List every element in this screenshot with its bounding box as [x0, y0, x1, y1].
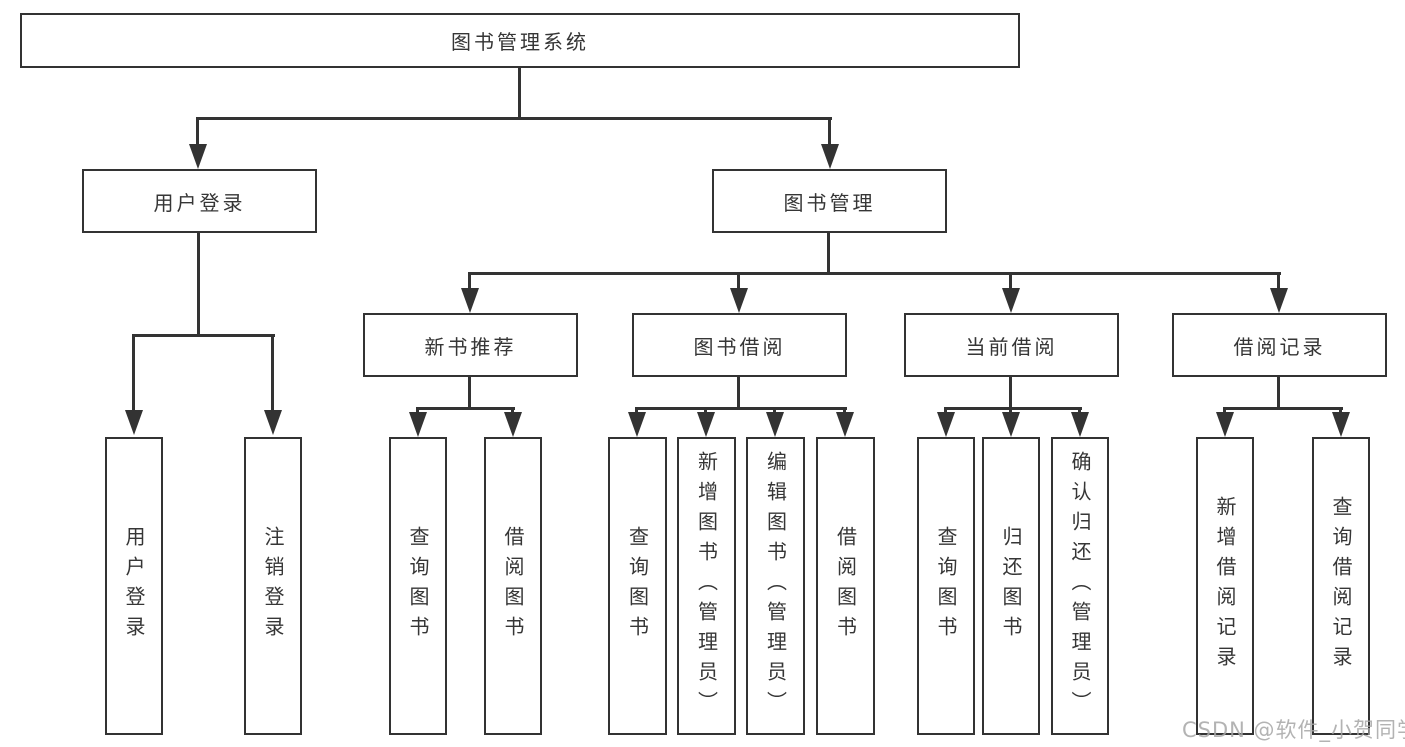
connector-drop-leaf — [843, 407, 846, 414]
node-leaf-borrow-book-2: 借阅图书 — [816, 437, 875, 735]
node-current-borrow-label: 当前借阅 — [965, 334, 1058, 359]
connector-user-login-bar — [132, 334, 275, 337]
node-new-book-recommend: 新书推荐 — [363, 313, 578, 377]
connector-drop-leaf — [1223, 407, 1226, 414]
node-leaf-add-book-admin-label: 新增图书（管理员） — [694, 451, 719, 721]
node-leaf-borrow-book-1-label: 借阅图书 — [501, 526, 525, 646]
arrowhead-leaf — [766, 412, 784, 437]
connector-new-book-bar — [416, 407, 515, 410]
arrowhead-leaf — [937, 412, 955, 437]
arrowhead-leaf — [836, 412, 854, 437]
node-leaf-query-borrow-record-label: 查询借阅记录 — [1329, 496, 1353, 676]
node-leaf-confirm-return-admin-label: 确认归还（管理员） — [1068, 451, 1092, 721]
arrowhead-leaf — [628, 412, 646, 437]
connector-current-borrow-bar — [944, 407, 1082, 410]
node-user-login-label: 用户登录 — [153, 190, 246, 215]
node-leaf-borrow-book-1: 借阅图书 — [484, 437, 542, 735]
node-borrow-records-label: 借阅记录 — [1233, 334, 1326, 359]
node-book-management-label: 图书管理 — [783, 190, 876, 215]
arrowhead-leaf — [1216, 412, 1234, 437]
arrowhead-new-book — [461, 288, 479, 313]
arrowhead-user-login — [189, 144, 207, 169]
node-leaf-add-borrow-record: 新增借阅记录 — [1196, 437, 1254, 735]
node-leaf-add-book-admin: 新增图书（管理员） — [677, 437, 736, 735]
arrowhead-book-management — [821, 144, 839, 169]
node-leaf-query-book-2-label: 查询图书 — [625, 526, 650, 646]
arrowhead-leaf — [409, 412, 427, 437]
node-new-book-recommend-label: 新书推荐 — [424, 334, 517, 359]
connector-book-borrow-trunk — [737, 377, 740, 410]
node-leaf-add-borrow-record-label: 新增借阅记录 — [1213, 496, 1237, 676]
connector-root-trunk — [518, 68, 521, 118]
connector-book-borrow-bar — [636, 407, 847, 410]
node-root-label: 图书管理系统 — [451, 30, 589, 54]
connector-drop-logout-leaf — [271, 334, 274, 410]
connector-drop-login-leaf — [132, 334, 135, 410]
connector-borrow-records-trunk — [1277, 377, 1280, 410]
connector-level2-bar — [196, 117, 832, 120]
connector-drop-current-borrow — [1009, 272, 1012, 288]
connector-drop-leaf — [635, 407, 638, 414]
node-leaf-return-book-label: 归还图书 — [999, 526, 1023, 646]
node-leaf-query-book-2: 查询图书 — [608, 437, 667, 735]
connector-drop-leaf — [944, 407, 947, 414]
connector-drop-leaf — [704, 407, 707, 414]
arrowhead-current-borrow — [1002, 288, 1020, 313]
node-borrow-records: 借阅记录 — [1172, 313, 1387, 377]
arrowhead-login-leaf — [125, 410, 143, 435]
connector-new-book-trunk — [468, 377, 471, 410]
csdn-watermark: CSDN @软件_小贺同学 — [1182, 718, 1405, 742]
arrowhead-borrow-records — [1270, 288, 1288, 313]
connector-level3-bar — [468, 272, 1281, 275]
connector-drop-leaf — [416, 407, 419, 414]
node-leaf-edit-book-admin-label: 编辑图书（管理员） — [763, 451, 788, 721]
connector-drop-user-login — [196, 117, 199, 144]
connector-drop-leaf — [511, 407, 514, 414]
connector-user-login-trunk — [197, 233, 200, 336]
connector-drop-book-borrow — [737, 272, 740, 288]
connector-drop-leaf — [1009, 407, 1012, 414]
connector-drop-borrow-records — [1277, 272, 1280, 288]
arrowhead-leaf — [1002, 412, 1020, 437]
arrowhead-leaf — [1332, 412, 1350, 437]
node-leaf-query-borrow-record: 查询借阅记录 — [1312, 437, 1370, 735]
node-leaf-query-book-1: 查询图书 — [389, 437, 447, 735]
node-book-borrow-label: 图书借阅 — [693, 334, 786, 359]
node-user-login: 用户登录 — [82, 169, 317, 233]
node-leaf-logout: 注销登录 — [244, 437, 302, 735]
arrowhead-leaf — [697, 412, 715, 437]
node-leaf-query-book-3: 查询图书 — [917, 437, 975, 735]
connector-drop-book-management — [828, 117, 831, 144]
connector-drop-new-book — [468, 272, 471, 288]
node-leaf-edit-book-admin: 编辑图书（管理员） — [746, 437, 805, 735]
connector-drop-leaf — [1078, 407, 1081, 414]
connector-drop-leaf — [773, 407, 776, 414]
connector-current-borrow-trunk — [1009, 377, 1012, 410]
node-leaf-query-book-1-label: 查询图书 — [406, 526, 430, 646]
node-leaf-logout-label: 注销登录 — [261, 526, 285, 646]
node-leaf-confirm-return-admin: 确认归还（管理员） — [1051, 437, 1109, 735]
arrowhead-book-borrow — [730, 288, 748, 313]
node-leaf-query-book-3-label: 查询图书 — [934, 526, 958, 646]
node-current-borrow: 当前借阅 — [904, 313, 1119, 377]
node-root: 图书管理系统 — [20, 13, 1020, 68]
node-leaf-user-login-label: 用户登录 — [122, 526, 146, 646]
arrowhead-leaf — [1071, 412, 1089, 437]
connector-borrow-records-bar — [1223, 407, 1343, 410]
connector-book-management-trunk — [827, 233, 830, 274]
arrowhead-leaf — [504, 412, 522, 437]
node-leaf-return-book: 归还图书 — [982, 437, 1040, 735]
node-book-borrow: 图书借阅 — [632, 313, 847, 377]
arrowhead-logout-leaf — [264, 410, 282, 435]
node-leaf-borrow-book-2-label: 借阅图书 — [833, 526, 858, 646]
node-book-management: 图书管理 — [712, 169, 947, 233]
connector-drop-leaf — [1339, 407, 1342, 414]
node-leaf-user-login: 用户登录 — [105, 437, 163, 735]
